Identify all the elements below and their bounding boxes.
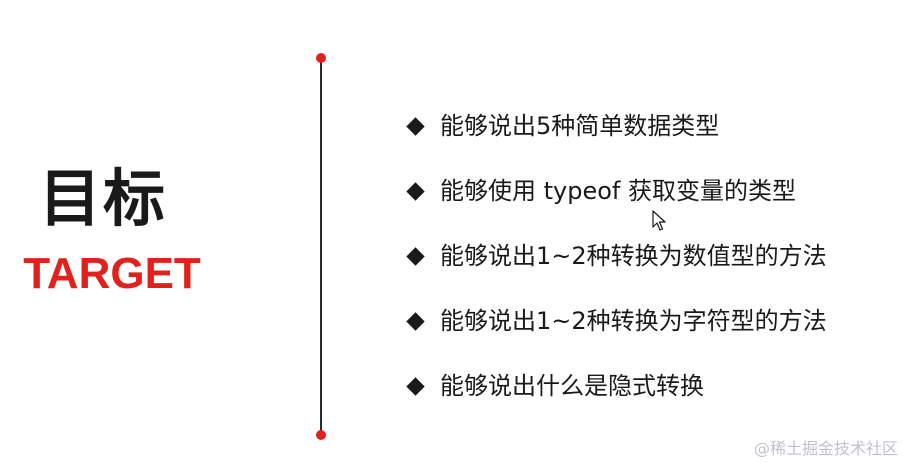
vertical-divider bbox=[320, 60, 322, 436]
objective-text: 能够说出1~2种转换为字符型的方法 bbox=[440, 307, 827, 335]
divider-top-dot bbox=[316, 53, 326, 63]
objective-text: 能够说出什么是隐式转换 bbox=[440, 372, 704, 400]
list-item: 能够说出1~2种转换为字符型的方法 bbox=[405, 299, 827, 343]
divider-bottom-dot bbox=[316, 430, 326, 440]
diamond-bullet-icon bbox=[406, 246, 425, 266]
diamond-bullet-icon bbox=[406, 311, 425, 331]
list-item: 能够使用 typeof 获取变量的类型 bbox=[405, 169, 827, 213]
watermark: @稀土掘金技术社区 bbox=[753, 439, 898, 458]
objective-text: 能够使用 typeof 获取变量的类型 bbox=[440, 177, 797, 205]
objective-text: 能够说出1~2种转换为数值型的方法 bbox=[440, 242, 827, 270]
list-item: 能够说出1~2种转换为数值型的方法 bbox=[405, 234, 827, 278]
diamond-bullet-icon bbox=[406, 376, 425, 396]
objective-list: 能够说出5种简单数据类型 能够使用 typeof 获取变量的类型 能够说出1~2… bbox=[405, 104, 827, 429]
diamond-bullet-icon bbox=[406, 181, 425, 201]
page-subtitle: TARGET bbox=[23, 249, 201, 298]
objective-text: 能够说出5种简单数据类型 bbox=[440, 112, 720, 140]
page-title: 目标 bbox=[38, 162, 167, 235]
list-item: 能够说出什么是隐式转换 bbox=[405, 364, 827, 408]
list-item: 能够说出5种简单数据类型 bbox=[405, 104, 827, 148]
diamond-bullet-icon bbox=[406, 116, 425, 136]
mouse-pointer-icon bbox=[652, 210, 666, 231]
